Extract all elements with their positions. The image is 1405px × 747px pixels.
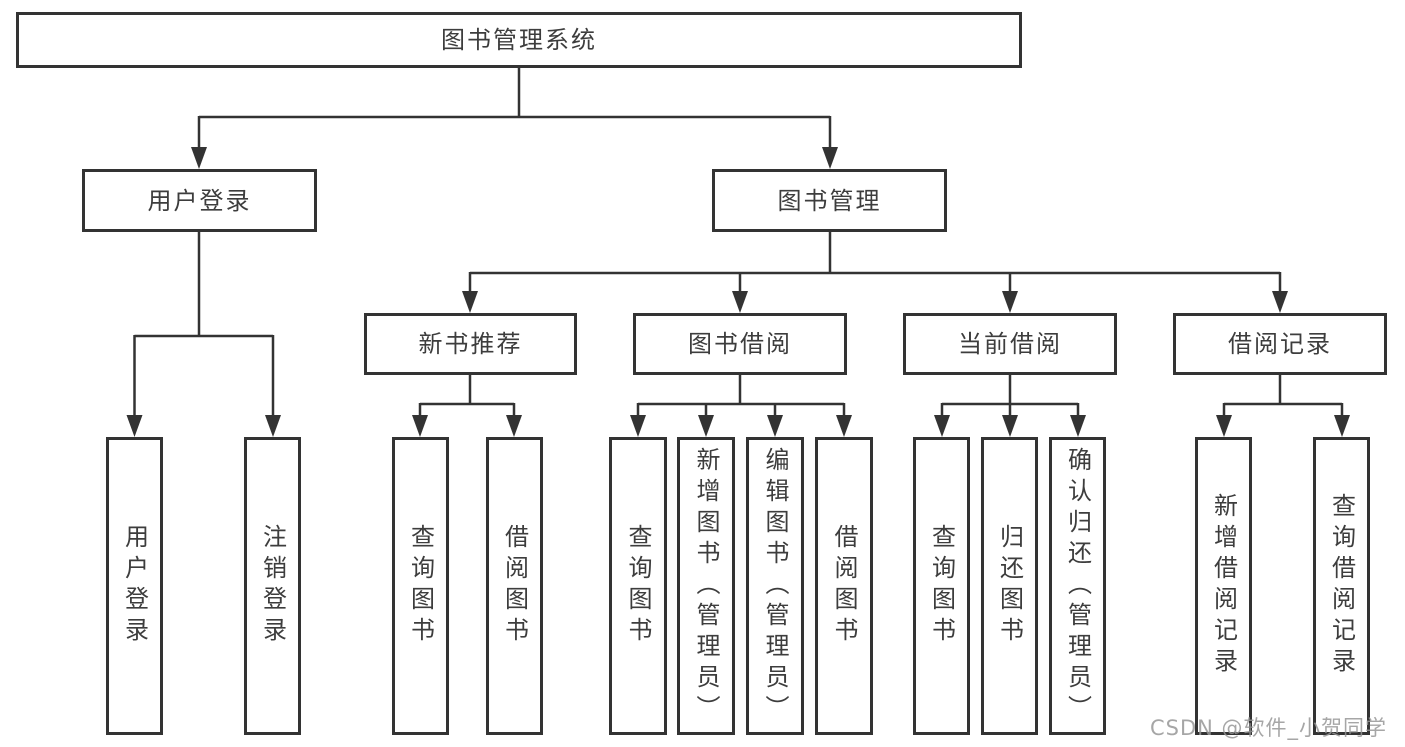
node-leaf-user-login: 用户登录 — [106, 437, 163, 735]
node-leaf-edit-books-admin: 编辑图书（管理员） — [746, 437, 804, 735]
node-leaf-add-borrow-record: 新增借阅记录 — [1195, 437, 1252, 735]
node-leaf-return-books: 归还图书 — [981, 437, 1038, 735]
node-leaf-query-books-recommend-label: 查询图书 — [406, 524, 435, 648]
node-book-management: 图书管理 — [712, 169, 947, 232]
connector-shafts — [133, 68, 1344, 420]
node-leaf-query-books-current: 查询图书 — [913, 437, 970, 735]
node-leaf-add-books-admin: 新增图书（管理员） — [677, 437, 735, 735]
node-leaf-confirm-return-admin-label: 确认归还（管理员） — [1063, 446, 1092, 726]
node-book-borrowing: 图书借阅 — [633, 313, 847, 375]
node-new-book-recommendation-label: 新书推荐 — [418, 330, 523, 358]
arrowheads — [126, 147, 1350, 437]
node-leaf-return-books-label: 归还图书 — [995, 524, 1024, 648]
node-leaf-borrow-books-label: 借阅图书 — [830, 524, 858, 648]
node-library-system: 图书管理系统 — [16, 12, 1022, 68]
csdn-watermark: CSDN @软件_小贺同学 — [1150, 716, 1388, 740]
node-borrowing-records-label: 借阅记录 — [1228, 330, 1332, 358]
node-leaf-confirm-return-admin: 确认归还（管理员） — [1049, 437, 1106, 735]
node-leaf-query-books-borrowing: 查询图书 — [609, 437, 667, 735]
node-leaf-query-borrow-record-label: 查询借阅记录 — [1327, 493, 1356, 679]
node-leaf-borrow-books-recommend: 借阅图书 — [486, 437, 543, 735]
node-user-login: 用户登录 — [82, 169, 317, 232]
node-leaf-logout-label: 注销登录 — [258, 524, 287, 648]
node-leaf-add-borrow-record-label: 新增借阅记录 — [1209, 493, 1238, 679]
node-current-borrowing-label: 当前借阅 — [958, 330, 1062, 358]
node-book-management-label: 图书管理 — [777, 186, 882, 215]
node-book-borrowing-label: 图书借阅 — [688, 330, 792, 358]
node-leaf-borrow-books-recommend-label: 借阅图书 — [500, 524, 529, 648]
node-leaf-query-books-borrowing-label: 查询图书 — [624, 524, 652, 648]
node-leaf-add-books-admin-label: 新增图书（管理员） — [692, 446, 720, 726]
node-leaf-query-books-recommend: 查询图书 — [392, 437, 449, 735]
node-leaf-query-borrow-record: 查询借阅记录 — [1313, 437, 1370, 735]
node-leaf-edit-books-admin-label: 编辑图书（管理员） — [761, 446, 789, 726]
node-leaf-user-login-label: 用户登录 — [120, 524, 149, 648]
node-leaf-borrow-books: 借阅图书 — [815, 437, 873, 735]
node-leaf-query-books-current-label: 查询图书 — [927, 524, 956, 648]
node-library-system-label: 图书管理系统 — [441, 26, 597, 54]
node-leaf-logout: 注销登录 — [244, 437, 301, 735]
node-new-book-recommendation: 新书推荐 — [364, 313, 577, 375]
node-user-login-label: 用户登录 — [147, 186, 252, 215]
node-current-borrowing: 当前借阅 — [903, 313, 1117, 375]
node-borrowing-records: 借阅记录 — [1173, 313, 1387, 375]
